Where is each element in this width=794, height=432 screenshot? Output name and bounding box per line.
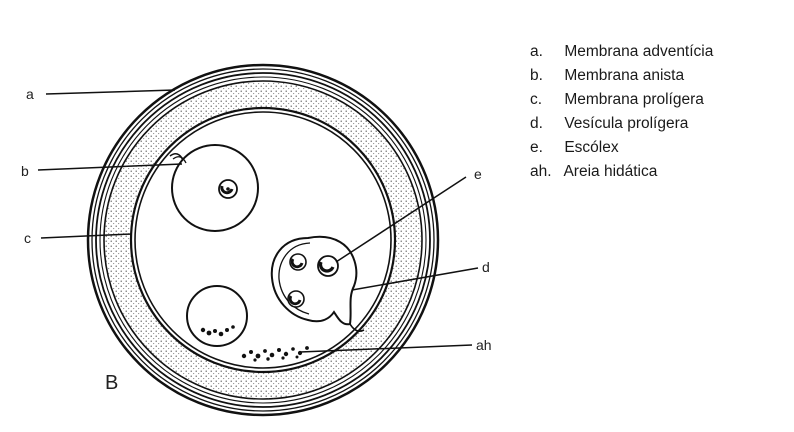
legend-key: ah. [530,163,552,180]
leader-line-a [45,89,176,95]
legend-list: a. Membrana adventícia b. Membrana anist… [530,40,713,184]
legend-text: Membrana adventícia [564,43,714,60]
leader-line-ah [299,344,473,353]
legend-key: b. [530,67,543,84]
legend-key: a. [530,43,543,60]
scolex-icon [289,253,307,271]
proligerous-vesicle [270,235,365,332]
laminated-layer [104,81,422,399]
leader-line-b [37,163,183,171]
legend-text: Vesícula prolígera [564,115,689,132]
scolex-icon [287,290,305,308]
legend-text: Membrana prolígera [564,91,704,108]
legend-text: Escólex [564,139,619,156]
legend-item: c. Membrana prolígera [530,88,713,112]
germinal-membrane [129,106,397,374]
callout-c: c [24,230,31,246]
brood-capsule-bottom [186,285,248,347]
panel-letter: B [105,372,118,394]
leader-lines [37,89,479,353]
legend-item: b. Membrana anista [530,64,713,88]
callout-e: e [474,166,482,182]
legend-text: Membrana anista [564,67,685,84]
scolex-icon [218,179,238,199]
legend-key: d. [530,115,543,132]
legend-item: ah. Areia hidática [530,160,713,184]
callout-ah: ah [476,337,492,353]
legend-key: c. [530,91,543,108]
hydatid-sand [241,346,309,362]
callout-d: d [482,259,490,275]
leader-line-d [351,267,479,291]
legend-text: Areia hidática [563,163,658,180]
callout-a: a [26,86,34,102]
scolex-icon [317,255,339,277]
legend-key: e. [530,139,543,156]
legend-item: d. Vesícula prolígera [530,112,713,136]
leader-line-e [335,176,467,263]
legend-item: e. Escólex [530,136,713,160]
leader-line-c [40,233,133,239]
legend-item: a. Membrana adventícia [530,40,713,64]
brood-capsule-top [169,144,259,232]
callout-b: b [21,163,29,179]
